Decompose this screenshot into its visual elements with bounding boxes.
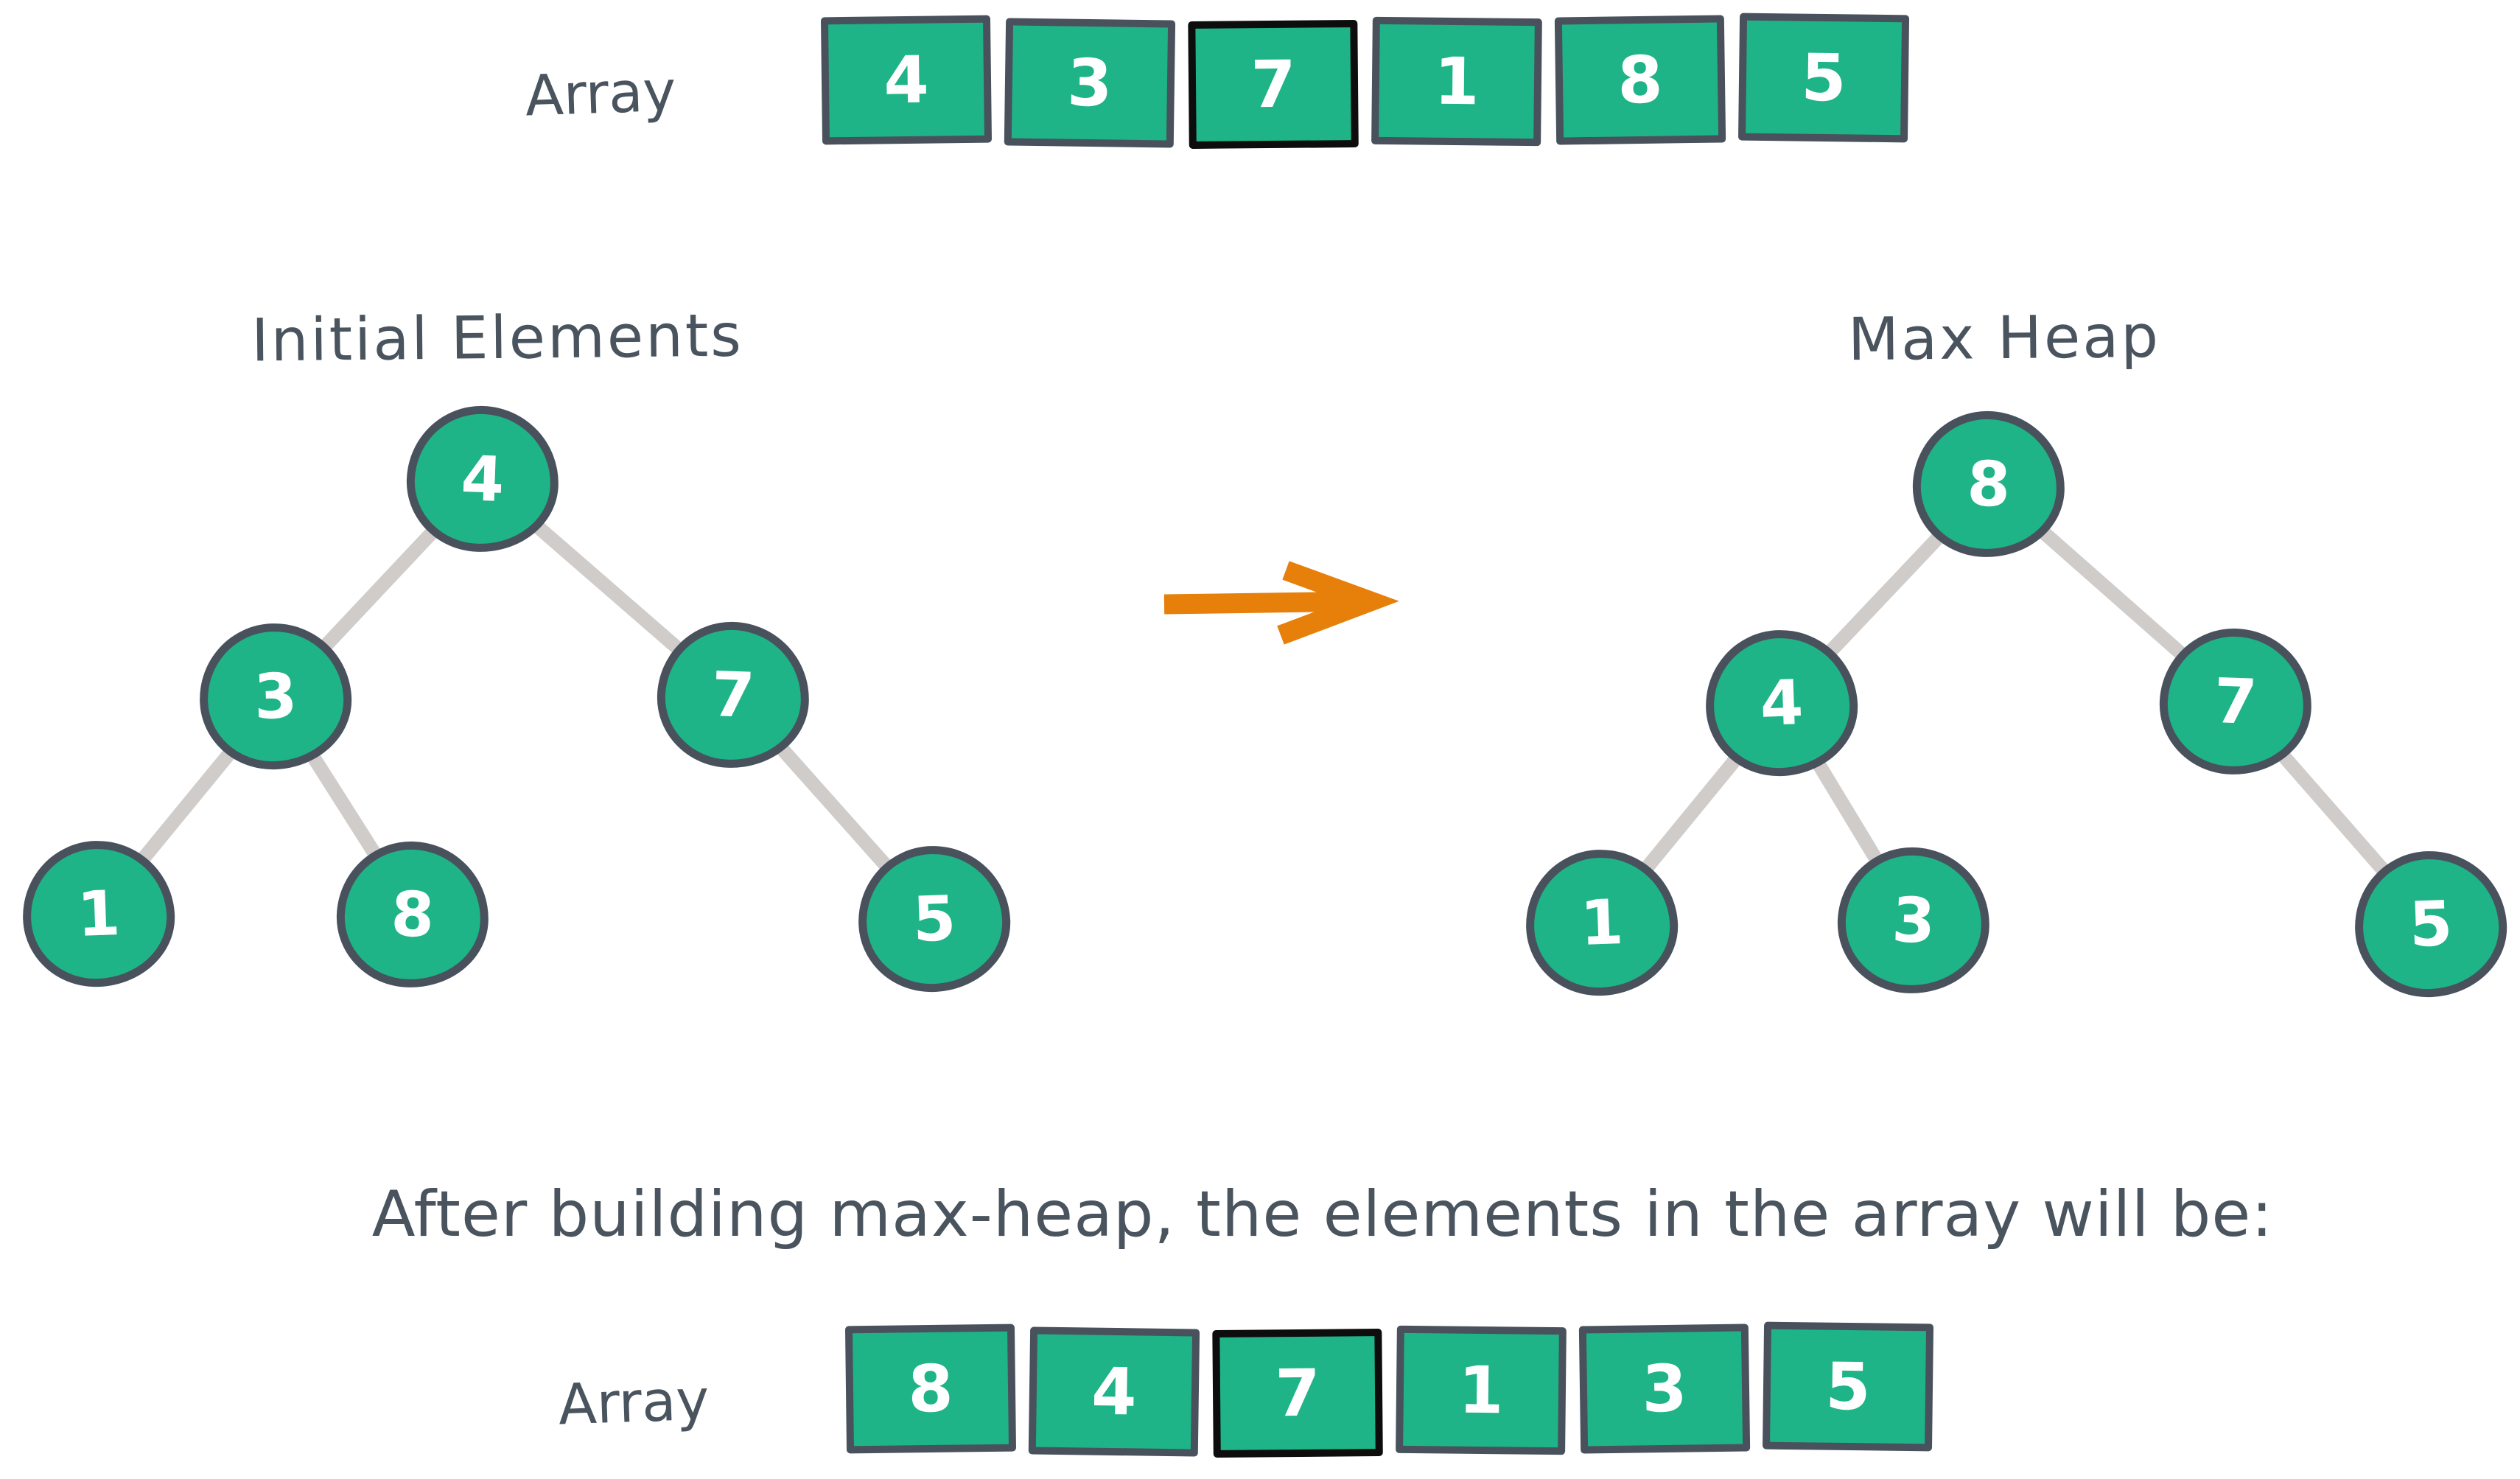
tree-edge xyxy=(138,747,237,864)
right-arrow-icon xyxy=(1163,561,1399,645)
tree-edge xyxy=(1813,759,1883,865)
caption-text: After building max-heap, the elements in… xyxy=(371,1178,2274,1251)
bottom-array-row: 8 4 7 1 3 5 xyxy=(844,1321,1934,1458)
array-cell: 5 xyxy=(1737,13,1910,143)
array-cell: 5 xyxy=(1762,1321,1934,1452)
tree-edge xyxy=(1825,531,1945,657)
array-cell: 3 xyxy=(1004,18,1176,148)
tree-edge xyxy=(775,742,892,872)
array-cell: 4 xyxy=(1028,1326,1200,1457)
array-cell: 3 xyxy=(1578,1324,1751,1454)
top-array-row: 4 3 7 1 8 5 xyxy=(820,13,1910,150)
max-heap-title: Max Heap xyxy=(1847,301,2161,374)
array-cell: 8 xyxy=(844,1324,1017,1454)
top-array-label: Array xyxy=(524,57,677,129)
array-cell: 1 xyxy=(1371,16,1542,147)
array-cell-highlighted: 7 xyxy=(1188,19,1359,150)
tree-edge xyxy=(2037,525,2188,660)
tree-edge xyxy=(531,520,685,656)
array-cell: 4 xyxy=(820,15,993,145)
tree-edge xyxy=(2277,749,2390,876)
array-cell: 8 xyxy=(1554,15,1726,145)
initial-tree-title: Initial Elements xyxy=(251,301,744,375)
tree-edge xyxy=(307,752,381,859)
array-cell-highlighted: 7 xyxy=(1212,1328,1383,1458)
tree-edge xyxy=(1641,752,1743,873)
bottom-array-label: Array xyxy=(557,1366,710,1438)
array-cell: 1 xyxy=(1396,1325,1567,1455)
tree-edge xyxy=(319,525,439,652)
